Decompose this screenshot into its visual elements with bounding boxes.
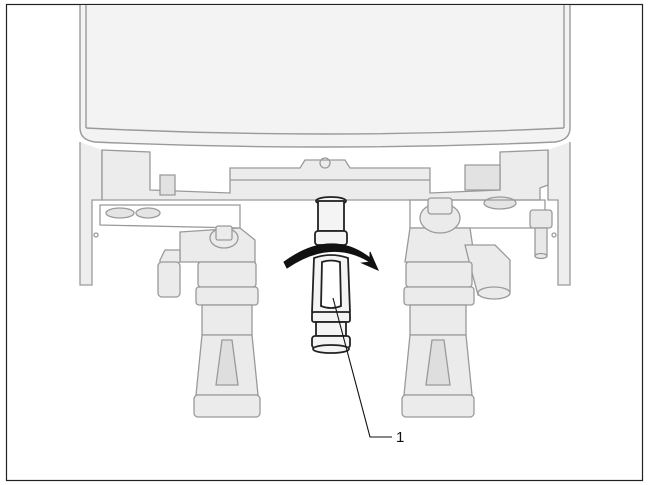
left-valve-assembly	[157, 225, 261, 418]
right-small-pipe	[529, 209, 553, 260]
boiler-casing	[79, 5, 571, 148]
filter-cartridge	[311, 196, 351, 354]
rotation-arrow	[283, 243, 379, 271]
callout-number: 1	[396, 429, 404, 446]
callout-1: 1	[332, 297, 404, 446]
right-valve-assembly	[401, 197, 511, 418]
boiler-base-plate	[99, 149, 549, 229]
diagram-border	[5, 3, 644, 482]
callout-leader-line	[332, 297, 392, 438]
